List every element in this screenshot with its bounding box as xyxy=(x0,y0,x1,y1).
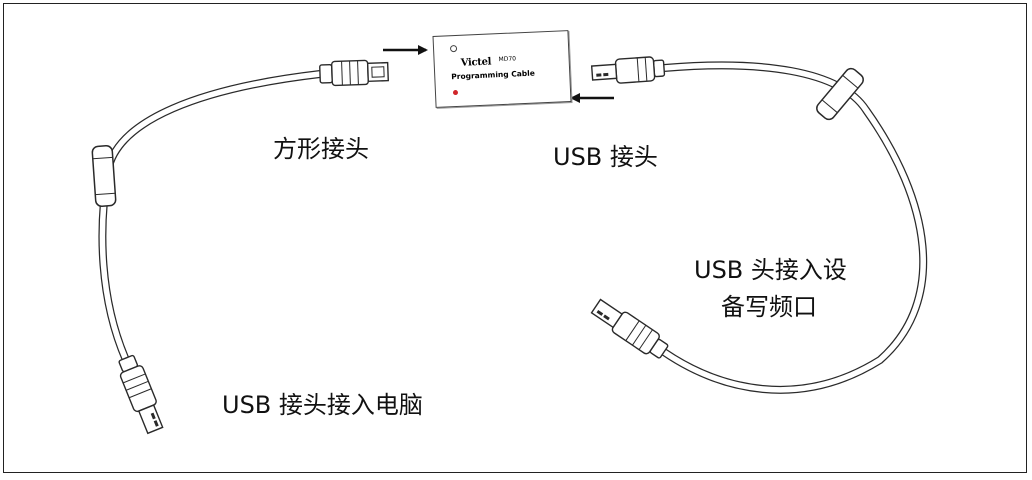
mounting-hole xyxy=(449,44,458,53)
usb-plug-computer xyxy=(118,354,164,435)
label-usb-to-programming-port-line2: 备写频口 xyxy=(721,293,817,321)
right-cable xyxy=(660,61,928,394)
programming-cable-device: Victel MD70 Programming Cable xyxy=(432,30,572,108)
label-usb-to-programming-port-line1: USB 头接入设 xyxy=(694,256,847,284)
label-square-connector: 方形接头 xyxy=(273,135,369,163)
left-cable xyxy=(98,70,324,364)
square-connector-plug xyxy=(319,59,389,87)
usb-plug-programming-port xyxy=(590,298,669,359)
usb-connector-plug-top xyxy=(590,56,666,84)
device-brand: Victel xyxy=(460,56,492,69)
left-ferrite-core xyxy=(91,145,117,207)
label-usb-connector: USB 接头 xyxy=(553,143,658,171)
device-product-name: Programming Cable xyxy=(451,68,535,82)
right-ferrite-core xyxy=(816,67,864,121)
figure-frame xyxy=(3,3,1027,473)
label-usb-to-computer: USB 接头接入电脑 xyxy=(222,391,423,419)
status-led xyxy=(452,89,459,96)
device-model: MD70 xyxy=(498,55,517,64)
